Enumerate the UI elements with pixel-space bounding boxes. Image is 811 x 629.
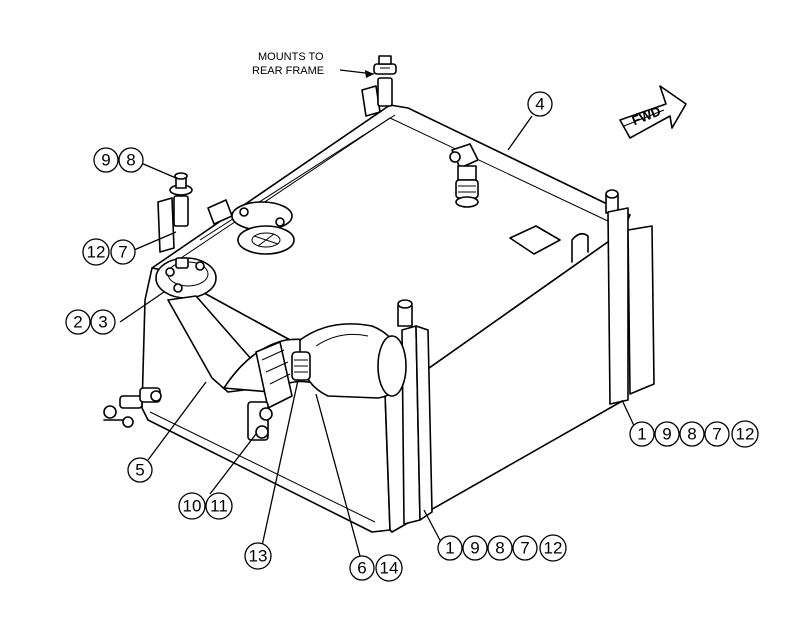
svg-text:12: 12 — [544, 539, 563, 558]
callout-6-14: 6 14 — [349, 554, 403, 582]
svg-text:13: 13 — [249, 547, 268, 566]
svg-text:9: 9 — [662, 425, 671, 444]
callout-4: 4 — [527, 91, 553, 117]
fwd-arrow-shape — [619, 85, 687, 139]
svg-text:3: 3 — [98, 313, 107, 332]
svg-text:2: 2 — [73, 313, 82, 332]
svg-text:11: 11 — [210, 497, 228, 516]
callout-10-11: 10 11 — [178, 492, 233, 520]
front-strap — [397, 299, 433, 525]
callout-12-7: 12 7 — [82, 238, 136, 266]
elbow-hose — [299, 323, 407, 399]
top-handle — [571, 232, 589, 263]
right-rear-strap — [605, 189, 655, 405]
svg-text:7: 7 — [118, 243, 127, 262]
svg-text:5: 5 — [135, 461, 144, 480]
rear-mount-strap — [361, 55, 397, 117]
clamp-bolts — [247, 401, 273, 441]
svg-text:9: 9 — [101, 151, 110, 170]
hose-fitting — [291, 351, 311, 381]
svg-text:8: 8 — [495, 539, 504, 558]
mount-note: MOUNTS TO REAR FRAME — [252, 51, 375, 78]
svg-text:8: 8 — [126, 151, 135, 170]
fill-neck — [155, 257, 217, 299]
svg-text:10: 10 — [183, 497, 202, 516]
note-line-2: REAR FRAME — [252, 65, 324, 77]
callout-2-3: 2 3 — [65, 309, 116, 335]
vent-fitting — [449, 143, 479, 208]
note-line-1: MOUNTS TO — [258, 51, 324, 63]
svg-text:12: 12 — [736, 425, 755, 444]
callout-1-9-8-7-12-right: 1 9 8 7 12 — [629, 420, 759, 448]
callout-5: 5 — [127, 457, 153, 483]
svg-text:9: 9 — [470, 539, 479, 558]
svg-text:6: 6 — [357, 559, 366, 578]
svg-text:7: 7 — [520, 539, 529, 558]
callout-13: 13 — [244, 542, 272, 570]
svg-text:7: 7 — [712, 425, 721, 444]
svg-text:1: 1 — [637, 425, 646, 444]
callouts: 4 9 8 12 7 2 3 5 10 — [65, 91, 759, 582]
svg-text:12: 12 — [87, 243, 106, 262]
callout-1-9-8-7-12-center: 1 9 8 7 12 — [437, 534, 567, 562]
left-mount-strap — [157, 172, 193, 253]
svg-text:8: 8 — [687, 425, 696, 444]
fwd-arrow: FWD — [619, 85, 687, 139]
svg-text:4: 4 — [535, 95, 544, 114]
svg-text:14: 14 — [380, 559, 399, 578]
svg-text:1: 1 — [445, 539, 454, 558]
callout-9-8: 9 8 — [93, 147, 144, 173]
top-plate — [509, 225, 561, 255]
top-ports — [207, 199, 295, 255]
drain-valve — [103, 387, 162, 428]
